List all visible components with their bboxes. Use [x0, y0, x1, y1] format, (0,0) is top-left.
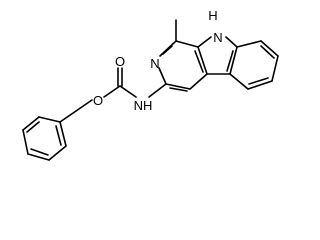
bond-carbonyl-ester-o — [103, 85, 121, 98]
bond-c4-c4a — [189, 73, 208, 90]
bond-c8-c7-inner — [260, 45, 275, 59]
bond-ph-2-inner — [26, 121, 40, 133]
bond-c8a-c8 — [236, 40, 262, 48]
structure-canvas: H N N NH O O — [22, 8, 279, 161]
bond-c3-nh — [148, 83, 167, 98]
bond-c9a-n9 — [197, 36, 212, 48]
bond-ph-5 — [48, 145, 67, 161]
bond-c3-c4 — [165, 83, 191, 90]
atom-labels: H N N NH O O — [93, 8, 223, 113]
bond-ph-4 — [27, 153, 50, 161]
bond-c4a-c9a-inner — [194, 50, 204, 73]
bond-c1-n2-inner — [162, 45, 173, 55]
ester-o-label: O — [93, 93, 103, 108]
bond-c8-c7 — [260, 40, 279, 57]
molecule-drawing: H N N NH O O — [22, 8, 279, 161]
bond-c8a-c4b-inner — [226, 50, 234, 72]
bond-c6-c5-inner — [248, 77, 269, 85]
bond-c7-c6 — [271, 55, 279, 82]
bond-c6-c5 — [247, 80, 273, 90]
bond-n9-c8a — [225, 36, 238, 48]
bonds — [22, 19, 279, 161]
bond-ph-2 — [22, 116, 40, 131]
bond-ester-o-ch2 — [75, 99, 93, 112]
indole-h-label: H — [208, 8, 217, 23]
bond-nh-carbonyl — [119, 85, 137, 98]
bond-ph-4-inner — [30, 148, 49, 156]
bond-ph-6 — [59, 121, 67, 147]
indole-n-label: N — [213, 30, 222, 45]
bond-ph-6-inner — [55, 125, 62, 146]
bond-ph-3 — [22, 129, 29, 155]
pyridine-n-label: N — [150, 56, 159, 71]
bond-c9a-c1 — [175, 40, 199, 48]
bond-c5-c4b — [229, 73, 249, 90]
bond-n2-c3 — [158, 67, 167, 85]
carbamate-nh-label: NH — [134, 98, 153, 113]
bond-ch2-phenyl — [59, 110, 77, 123]
bond-c4a-c9a — [197, 46, 208, 75]
bond-c3-c4-inner — [169, 87, 188, 92]
carbonyl-o-label: O — [115, 54, 125, 69]
bond-c8a-c4b — [229, 46, 238, 75]
bond-ph-1 — [38, 116, 61, 123]
